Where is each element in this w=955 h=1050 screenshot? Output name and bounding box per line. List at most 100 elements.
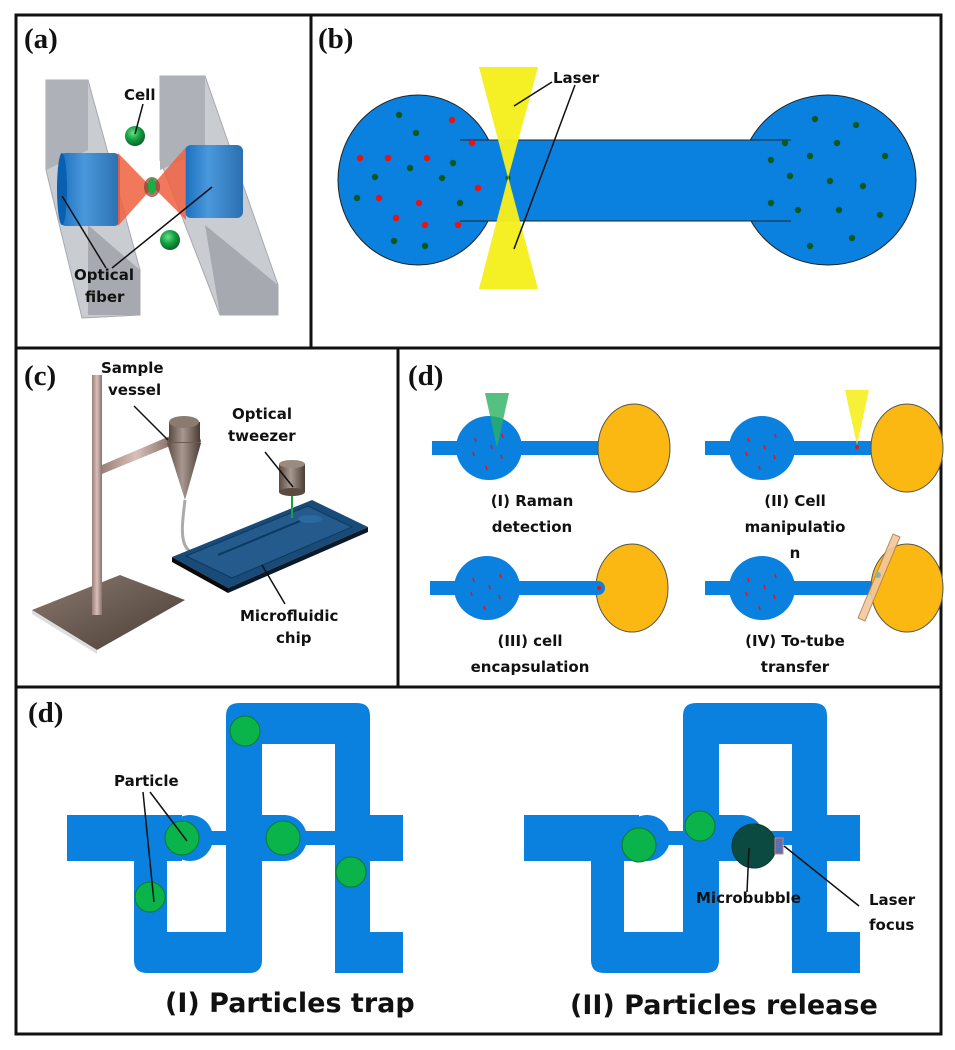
cell-mark (499, 573, 502, 579)
cell-dot-green (456, 199, 464, 207)
channel-u-bend (134, 815, 262, 973)
stand-rod (92, 375, 102, 615)
cell-dot-red (415, 199, 423, 207)
left-optical-fiber (60, 153, 120, 226)
cell-dot-red (384, 154, 392, 162)
cell-mark (490, 444, 493, 450)
cell-dot-green (390, 237, 398, 245)
cell-dot-green (833, 139, 841, 147)
stand-base (32, 575, 185, 650)
caption-particles-release: (II) Particles release (570, 990, 878, 1021)
leader-fiber-right (111, 186, 213, 269)
step-caption-line: (I) Raman (491, 492, 574, 510)
constriction (300, 831, 338, 845)
cell-mark (747, 577, 750, 583)
microfluidic-chip (172, 500, 368, 593)
callout-optical-tweezer-2: tweezer (228, 427, 296, 445)
cell-dot-green (449, 159, 457, 167)
leader-fiber-left (61, 195, 107, 269)
cell-mark (774, 573, 777, 579)
outer-frame (14, 13, 943, 1036)
channel-n-bend (226, 703, 403, 973)
collection-reservoir (870, 403, 944, 493)
callout-optical-tweezer-1: Optical (232, 405, 292, 423)
particle-trapped-1 (164, 820, 200, 856)
cell-dot-green (826, 177, 834, 185)
step-caption-line: (IV) To-tube (745, 632, 845, 650)
leader-cell (134, 103, 144, 135)
cell-dot-green (412, 129, 420, 137)
panel-c: (c) Sa (24, 359, 368, 654)
particle-right-leg (335, 856, 367, 888)
laser-beam-small (845, 390, 869, 445)
cell-mark (747, 437, 750, 443)
callout-laser-focus-2: focus (869, 916, 914, 934)
panel-a-label: (a) (24, 23, 58, 55)
collection-reservoir (870, 543, 944, 633)
collection-reservoir (595, 543, 669, 633)
cell-sphere-bottom (160, 230, 180, 250)
cell-dot-green (806, 152, 814, 160)
panel-d-top-label: (d) (408, 360, 443, 392)
leader-particle-2 (149, 791, 188, 842)
cell-dot-green (859, 182, 867, 190)
leader-chip (261, 564, 286, 605)
manipulated-cell (855, 445, 859, 449)
encapsulated-cell (597, 586, 601, 590)
callout-sample-vessel-2: vessel (108, 381, 161, 399)
right-laser-cone (152, 147, 186, 220)
callout-microbubble: Microbubble (696, 889, 801, 907)
callout-chip-2: chip (276, 629, 312, 647)
step-caption-line: n (790, 544, 801, 562)
cell-dot-red (474, 184, 482, 192)
leader-microbubble (746, 847, 750, 893)
cells-group (353, 111, 889, 250)
optical-tweezer (279, 460, 305, 518)
channel-outlet (825, 815, 860, 861)
channel-outlet (368, 815, 403, 861)
panel-d-bottom-label: (d) (28, 697, 63, 729)
right-optical-fiber (185, 145, 243, 218)
cell-dot-green (881, 152, 889, 160)
cell-sphere-top (125, 126, 145, 146)
leader-particle-1 (142, 791, 155, 903)
cell-mark (483, 605, 486, 611)
step-chamber (456, 416, 522, 480)
cell-mark (485, 465, 488, 471)
cell-dot-red (356, 154, 364, 162)
step-caption-line: manipulatio (745, 518, 846, 536)
microbubble (731, 823, 777, 869)
cell-dot-red (392, 214, 400, 222)
cell-mark (763, 444, 766, 450)
callout-sample-vessel-1: Sample (101, 359, 164, 377)
cell-mark (758, 465, 761, 471)
cell-dot-green (848, 234, 856, 242)
cell-dot-green (438, 174, 446, 182)
panel-c-label: (c) (24, 360, 56, 392)
step-caption-line: detection (492, 518, 572, 536)
channel-network-trap (67, 703, 403, 973)
cell-dot-red (375, 194, 383, 202)
panel-d-steps: (d) (I) Raman detection (II) Cell manipulat… (408, 360, 944, 676)
cell-dot-green (852, 121, 860, 129)
callout-chip-1: Microfluidic (240, 607, 338, 625)
step-caption-line: encapsulation (471, 658, 590, 676)
caption-particles-trap: (I) Particles trap (165, 988, 415, 1019)
step-caption-line: (II) Cell (764, 492, 826, 510)
callout-optical-fiber-1: Optical (74, 266, 134, 284)
cell-mark (472, 577, 475, 583)
callout-optical-fiber-2: fiber (85, 288, 125, 306)
cell-mark (745, 591, 748, 597)
leader-sample-vessel (133, 405, 169, 441)
step-chamber (454, 556, 520, 620)
collection-reservoir (597, 403, 671, 493)
cell-dot-red (468, 139, 476, 147)
cell-dot-green (767, 156, 775, 164)
step-chamber (729, 416, 795, 480)
cell-mark (763, 584, 766, 590)
cell-dot-green (794, 206, 802, 214)
panel-b-label: (b) (318, 23, 353, 55)
cell-mark (745, 451, 748, 457)
